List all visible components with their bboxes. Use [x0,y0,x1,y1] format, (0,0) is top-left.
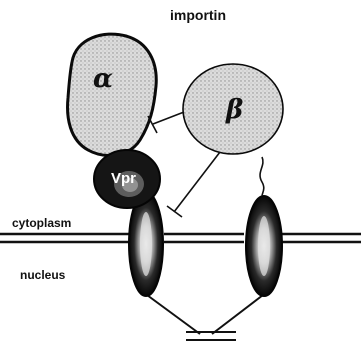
importin-alpha-blob [68,34,157,155]
inhibition-beta-to-alpha [148,112,184,133]
cytoplasm-label: cytoplasm [12,216,71,230]
inhibition-beta-to-pore [167,152,220,217]
importin-title: importin [170,7,226,23]
nuclear-envelope [0,234,361,242]
beta-label: β [226,95,243,125]
nucleus-label: nucleus [20,268,65,282]
vpr-label: Vpr [111,170,136,187]
pore-linker [147,295,263,340]
alpha-label: α [93,64,113,94]
wavy-strand [260,157,264,196]
